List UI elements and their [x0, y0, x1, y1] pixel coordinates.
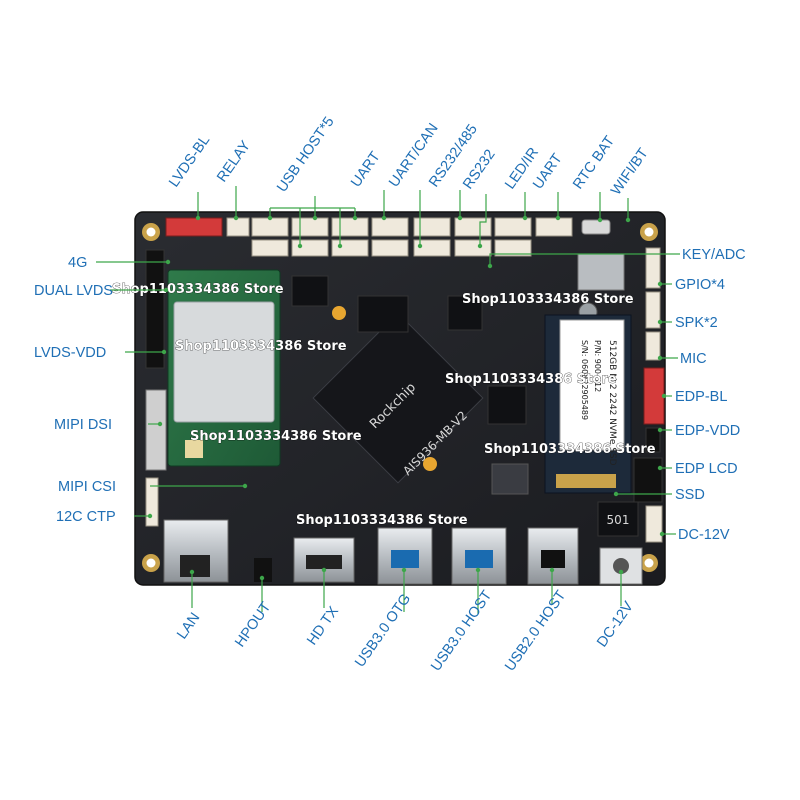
label-usb30-host: USB3.0 HOST	[428, 588, 495, 675]
label-wifi-bt: WIFI/BT	[608, 145, 652, 198]
label-lvds-vdd: LVDS-VDD	[34, 345, 106, 361]
bottom-labels: LAN HPOUT HD TX USB3.0 OTG USB3.0 HOST U…	[174, 588, 637, 675]
label-rs232: RS232	[460, 147, 499, 193]
mounting-holes	[142, 223, 658, 572]
label-hd-tx: HD TX	[304, 603, 342, 648]
bottom-ports	[163, 519, 643, 585]
label-usb20-host: USB2.0 HOST	[502, 588, 569, 675]
ssd-label-1: 512GB M.2 2242 NVMe SSD	[607, 340, 617, 466]
label-spk-2: SPK*2	[675, 315, 718, 331]
label-gpio-4: GPIO*4	[675, 277, 725, 293]
top-connectors	[165, 217, 611, 257]
label-mipi-dsi: MIPI DSI	[54, 417, 112, 433]
label-key-adc: KEY/ADC	[682, 247, 746, 263]
label-usb30-otg: USB3.0 OTG	[352, 591, 414, 670]
leader-lines	[96, 186, 680, 614]
motherboard: Rockchip 501 512GB M.2 2242 NVMe SSD P/N…	[112, 211, 666, 586]
watermark-7: Shop1103334386 Store	[296, 513, 468, 528]
label-mic: MIC	[680, 351, 707, 367]
label-uart-1: UART	[348, 149, 384, 190]
watermark-2: Shop1103334386 Store	[175, 339, 347, 354]
label-dc-12v-bottom: DC-12V	[594, 599, 637, 651]
left-labels: 4G DUAL LVDS LVDS-VDD MIPI DSI MIPI CSI …	[34, 255, 116, 525]
watermarks: Shop1103334386 Store Shop1103334386 Stor…	[112, 282, 656, 529]
label-edp-vdd: EDP-VDD	[675, 423, 740, 439]
label-hpout: HPOUT	[232, 599, 274, 650]
ssd-label-3: S/N: 060822905489	[580, 340, 589, 420]
leader-dots	[147, 215, 667, 581]
watermark-4: Shop1103334386 Store	[445, 372, 617, 387]
top-labels: LVDS-BL RELAY USB HOST*5 UART UART/CAN R…	[166, 114, 652, 198]
left-pin-header	[145, 249, 167, 527]
misc-chips: 501	[291, 253, 639, 537]
label-ssd: SSD	[675, 487, 705, 503]
label-usb-host-5: USB HOST*5	[274, 114, 337, 195]
right-labels: KEY/ADC GPIO*4 SPK*2 MIC EDP-BL EDP-VDD …	[675, 247, 746, 543]
watermark-6: Shop1103334386 Store	[484, 442, 656, 457]
ssd-label-2: P/N: 900-512	[593, 340, 602, 392]
label-relay: RELAY	[214, 138, 254, 186]
inductor-label: 501	[607, 513, 630, 527]
label-12c-ctp: 12C CTP	[56, 509, 116, 525]
ssd-module: 512GB M.2 2242 NVMe SSD P/N: 900-512 S/N…	[544, 314, 632, 494]
label-edp-lcd: EDP LCD	[675, 461, 738, 477]
watermark-1: Shop1103334386 Store	[112, 282, 284, 297]
label-edp-bl: EDP-BL	[675, 389, 727, 405]
4g-module	[167, 269, 281, 467]
watermark-3: Shop1103334386 Store	[462, 292, 634, 307]
label-lan: LAN	[174, 610, 203, 642]
label-4g: 4G	[68, 255, 87, 271]
label-dual-lvds: DUAL LVDS	[34, 283, 113, 299]
right-connectors	[633, 247, 665, 543]
label-dc-12v-right: DC-12V	[678, 527, 730, 543]
watermark-5: Shop1103334386 Store	[190, 429, 362, 444]
label-lvds-bl: LVDS-BL	[166, 132, 213, 190]
soc-chip: Rockchip	[312, 312, 484, 484]
label-mipi-csi: MIPI CSI	[58, 479, 116, 495]
